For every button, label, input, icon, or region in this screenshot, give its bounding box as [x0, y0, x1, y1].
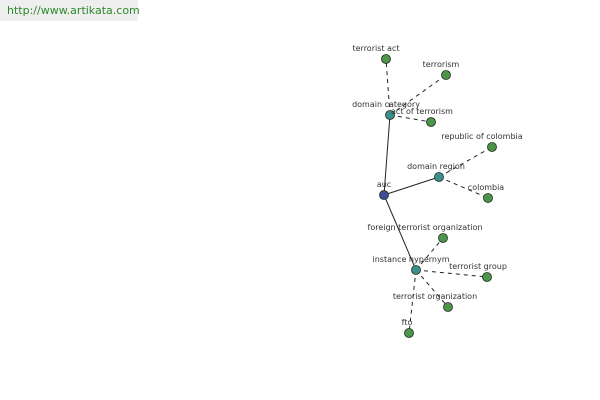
node-terrorism[interactable]: terrorism: [423, 60, 460, 80]
node-label-terrorist-organization[interactable]: terrorist organization: [393, 292, 477, 301]
node-marker-auc[interactable]: [379, 190, 389, 200]
node-marker-domain-category[interactable]: [385, 110, 395, 120]
node-marker-foreign-terrorist-organization[interactable]: [438, 233, 448, 243]
node-label-domain-category[interactable]: domain category: [352, 100, 420, 109]
node-marker-instance-hypernym[interactable]: [411, 265, 421, 275]
node-label-instance-hypernym[interactable]: instance hypernym: [373, 255, 450, 264]
url-bar: http://www.artikata.com: [0, 0, 140, 21]
edge-domain-category-to-terrorist-act: [385, 58, 391, 116]
edge-auc-to-domain-category: [383, 114, 391, 196]
edge-instance-hypernym-to-terrorist-organization: [415, 269, 449, 308]
node-label-fto[interactable]: fto: [402, 318, 413, 327]
node-instance-hypernym[interactable]: instance hypernym: [373, 255, 450, 275]
node-label-auc[interactable]: auc: [377, 180, 391, 189]
node-act-of-terrorism[interactable]: act of terrorism: [391, 107, 453, 127]
node-label-terrorist-group[interactable]: terrorist group: [449, 262, 507, 271]
node-colombia[interactable]: colombia: [468, 183, 505, 203]
node-marker-terrorist-organization[interactable]: [443, 302, 453, 312]
node-domain-region[interactable]: domain region: [407, 162, 465, 182]
edge-instance-hypernym-to-terrorist-group: [415, 269, 488, 278]
node-foreign-terrorist-organization[interactable]: foreign terrorist organization: [368, 223, 483, 243]
node-label-republic-of-colombia[interactable]: republic of colombia: [441, 132, 522, 141]
edge-instance-hypernym-to-fto: [408, 269, 417, 334]
edge-domain-category-to-terrorism: [389, 74, 447, 116]
node-label-act-of-terrorism[interactable]: act of terrorism: [391, 107, 453, 116]
node-marker-fto[interactable]: [404, 328, 414, 338]
node-republic-of-colombia[interactable]: republic of colombia: [441, 132, 523, 152]
nodes-layer: auc domain category domain region instance …: [352, 44, 523, 338]
node-marker-republic-of-colombia[interactable]: [487, 142, 497, 152]
node-domain-category[interactable]: domain category: [352, 100, 420, 120]
edge-auc-to-domain-region: [383, 176, 440, 196]
node-marker-terrorist-act[interactable]: [381, 54, 391, 64]
edge-domain-region-to-colombia: [438, 176, 489, 199]
node-marker-terrorism[interactable]: [441, 70, 451, 80]
edge-instance-hypernym-to-foreign-terrorist-organization: [415, 237, 444, 271]
site-url-link[interactable]: http://www.artikata.com: [7, 4, 140, 17]
node-terrorist-act[interactable]: terrorist act: [352, 44, 400, 64]
node-label-domain-region[interactable]: domain region: [407, 162, 465, 171]
node-auc[interactable]: auc: [377, 180, 391, 200]
node-terrorist-organization[interactable]: terrorist organization: [393, 292, 477, 312]
edge-domain-region-to-republic-of-colombia: [438, 146, 493, 178]
node-marker-domain-region[interactable]: [434, 172, 444, 182]
edges-layer: [383, 58, 493, 334]
edge-auc-to-instance-hypernym: [383, 194, 417, 271]
node-label-colombia[interactable]: colombia: [468, 183, 505, 192]
edge-domain-category-to-act-of-terrorism: [389, 114, 432, 123]
node-label-terrorism[interactable]: terrorism: [423, 60, 460, 69]
node-marker-terrorist-group[interactable]: [482, 272, 492, 282]
node-label-terrorist-act[interactable]: terrorist act: [352, 44, 399, 53]
node-label-foreign-terrorist-organization[interactable]: foreign terrorist organization: [368, 223, 483, 232]
node-fto[interactable]: fto: [402, 318, 414, 338]
node-marker-colombia[interactable]: [483, 193, 493, 203]
node-marker-act-of-terrorism[interactable]: [426, 117, 436, 127]
node-terrorist-group[interactable]: terrorist group: [449, 262, 507, 282]
